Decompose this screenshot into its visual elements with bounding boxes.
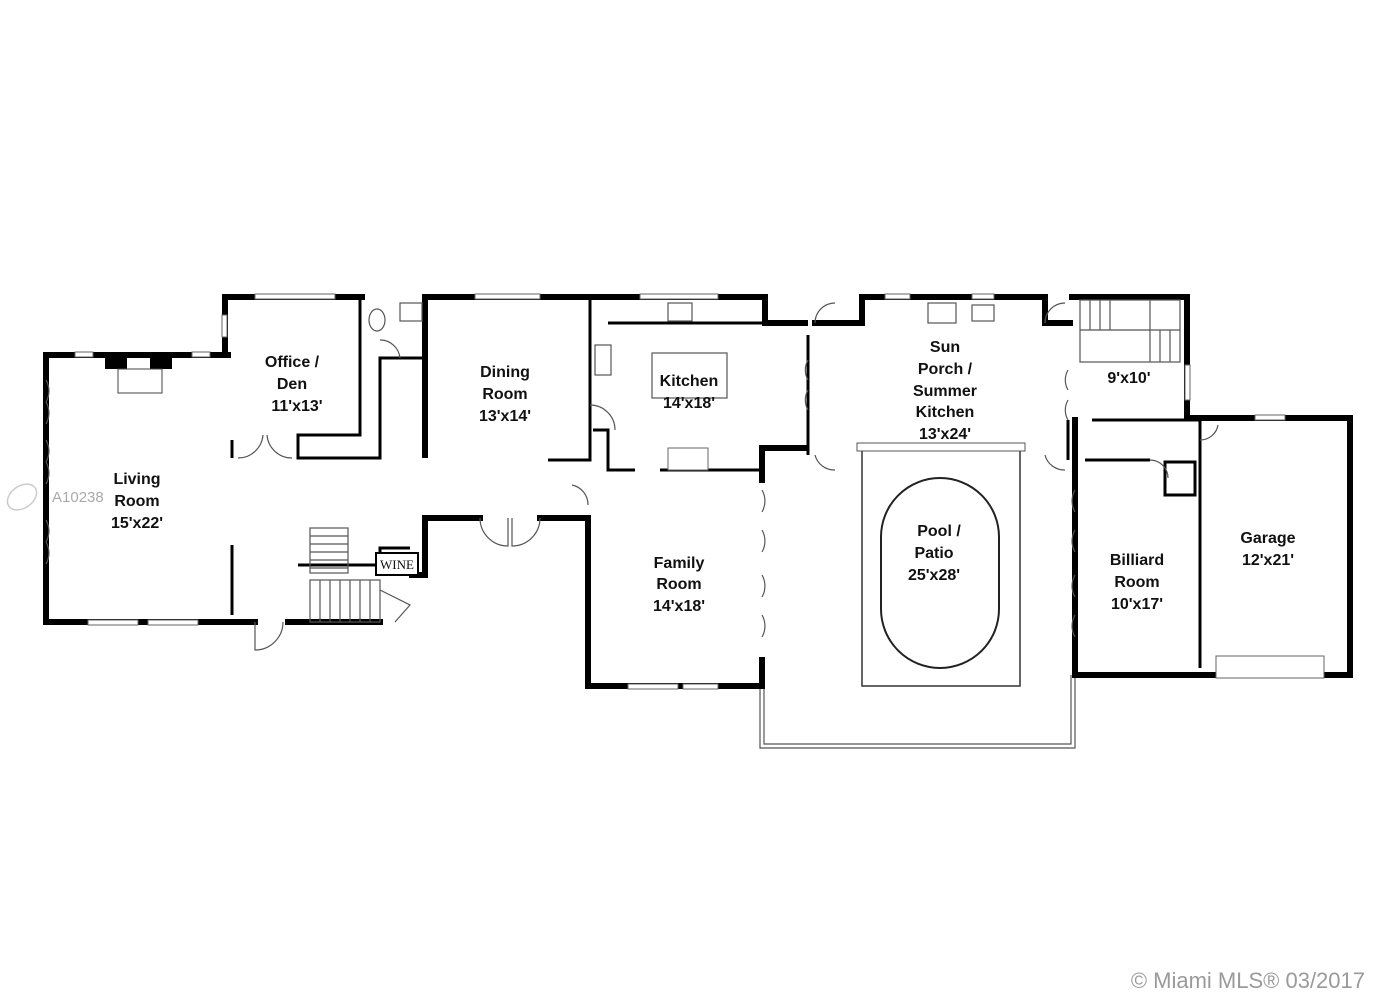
room-stair-hall: 9'x10' [1107,370,1150,387]
room-sun-porch: Sun Porch / Summer Kitchen 13'x24' [913,339,977,443]
exterior-walls [43,294,1353,689]
room-name: Dining [480,364,530,381]
room-dimensions: 9'x10' [1107,370,1150,387]
room-office: Office / Den 11'x13' [265,354,323,415]
pool [856,442,1026,687]
room-name: Kitchen [660,373,719,390]
room-dimensions: 15'x22' [111,515,163,532]
mls-logo-watermark [6,483,38,511]
room-pool-patio: Pool / Patio 25'x28' [908,523,961,584]
room-name: Summer [913,383,977,400]
room-dimensions: 10'x17' [1111,596,1163,613]
room-name: Family [654,555,705,572]
copyright-notice: © Miami MLS® 03/2017 [1130,968,1365,993]
room-name: Porch / [918,361,973,378]
room-name: Room [482,386,527,403]
windows [74,293,1325,690]
room-name: Office / [265,354,320,371]
room-dimensions: 13'x24' [919,426,971,443]
room-name: Garage [1240,530,1295,547]
room-dimensions: 11'x13' [271,398,322,415]
room-dimensions: 25'x28' [908,567,960,584]
room-name: Patio [914,545,953,562]
room-family: Family Room 14'x18' [653,555,705,615]
patio-outline [759,675,1076,749]
wine-label: WINE [380,557,414,572]
room-name: Billiard [1110,552,1164,569]
room-name: Pool / [917,523,961,540]
room-name: Room [114,493,159,510]
room-name: Room [656,576,701,593]
room-dimensions: 14'x18' [663,395,715,412]
room-name: Kitchen [916,404,975,421]
room-dining: Dining Room 13'x14' [479,364,531,425]
room-dimensions: 14'x18' [653,598,705,615]
room-living: Living Room 15'x22' [111,471,163,532]
listing-id-watermark: A10238 [52,489,104,506]
room-billiard: Billiard Room 10'x17' [1110,552,1164,613]
fireplace [105,355,172,394]
room-name: Den [277,376,307,393]
fixtures [368,302,995,399]
room-dimensions: 12'x21' [1242,552,1294,569]
stairs [309,299,1181,623]
room-name: Room [1114,574,1159,591]
room-dimensions: 13'x14' [479,408,531,425]
doors [45,302,1219,651]
wine-closet [375,552,419,576]
room-name: Sun [930,339,960,356]
room-name: Living [113,471,160,488]
room-garage: Garage 12'x21' [1240,530,1295,569]
room-kitchen: Kitchen 14'x18' [660,373,719,412]
